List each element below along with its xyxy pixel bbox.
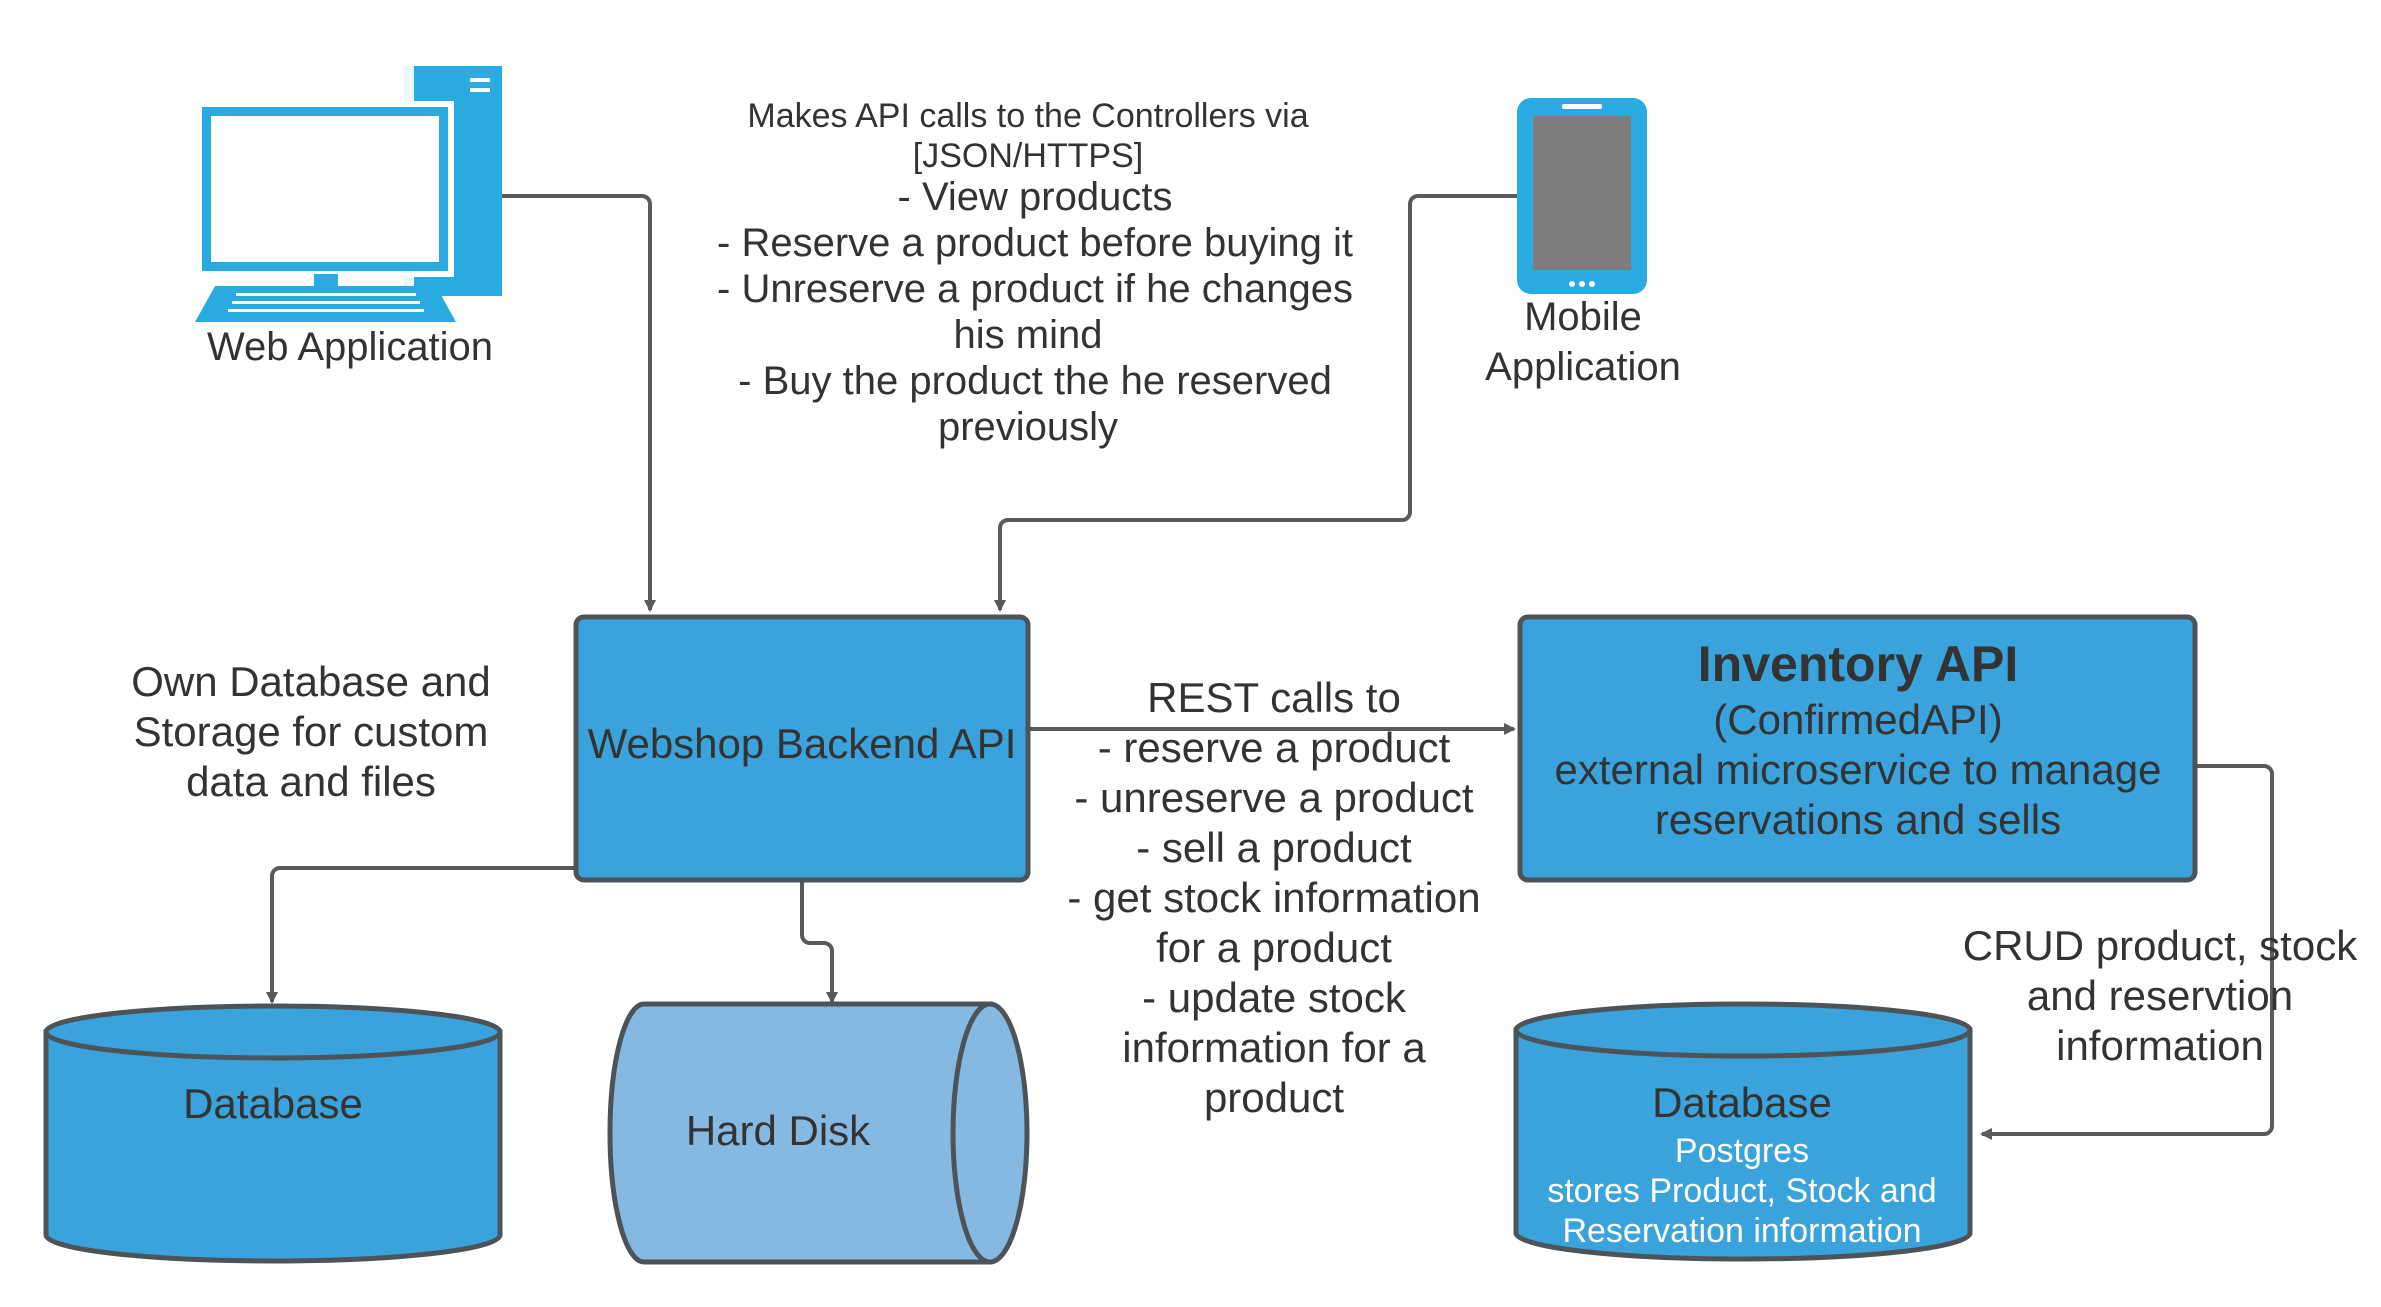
inventory-db-line: Postgres bbox=[1675, 1132, 1809, 1170]
storage-note: Own Database and Storage for custom data… bbox=[131, 658, 491, 805]
client-note-line: - Buy the product the he reserved bbox=[738, 359, 1332, 403]
crud-note-line: CRUD product, stock bbox=[1963, 922, 2358, 969]
storage-note-line: Storage for custom bbox=[134, 708, 489, 755]
inventory-to-database-arrow bbox=[1980, 764, 2274, 1140]
client-note-line: [JSON/HTTPS] bbox=[913, 137, 1143, 175]
rest-note-line: - sell a product bbox=[1136, 824, 1412, 871]
crud-note-line: information bbox=[2056, 1022, 2264, 1069]
crud-note-line: and reservtion bbox=[2027, 972, 2293, 1019]
backend-to-database-arrow bbox=[266, 866, 575, 1004]
desktop-computer-icon bbox=[195, 66, 502, 322]
backend-label: Webshop Backend API bbox=[588, 720, 1017, 767]
inventory-db-line: Reservation information bbox=[1562, 1212, 1921, 1250]
rest-note-line: - get stock information bbox=[1067, 874, 1480, 921]
inventory-db-label: Database bbox=[1652, 1079, 1832, 1126]
storage-note-line: data and files bbox=[186, 758, 436, 805]
client-note-line: - Unreserve a product if he changes bbox=[717, 267, 1353, 311]
client-note-line: Makes API calls to the Controllers via bbox=[747, 97, 1308, 135]
rest-note-line: - reserve a product bbox=[1098, 724, 1451, 771]
rest-calls-note: REST calls to - reserve a product - unre… bbox=[1067, 674, 1480, 1121]
hard-disk-label: Hard Disk bbox=[686, 1107, 871, 1154]
inventory-line: external microservice to manage bbox=[1555, 746, 2162, 793]
mobile-to-backend-arrow bbox=[994, 194, 1517, 612]
rest-note-line: product bbox=[1204, 1074, 1344, 1121]
inventory-line: reservations and sells bbox=[1655, 796, 2061, 843]
rest-note-line: - update stock bbox=[1142, 974, 1407, 1021]
database-label: Database bbox=[183, 1080, 363, 1127]
inventory-api-box bbox=[1517, 614, 2198, 883]
client-calls-note: Makes API calls to the Controllers via [… bbox=[717, 97, 1353, 449]
storage-note-line: Own Database and bbox=[131, 658, 491, 705]
rest-note-line: information for a bbox=[1122, 1024, 1426, 1071]
client-note-line: his mind bbox=[954, 313, 1103, 357]
inventory-line: (ConfirmedAPI) bbox=[1713, 696, 2002, 743]
web-to-backend-arrow bbox=[502, 194, 656, 612]
mobile-app-label-line2: Application bbox=[1485, 345, 1681, 389]
rest-note-line: - unreserve a product bbox=[1074, 774, 1474, 821]
backend-to-hard-disk-arrow bbox=[800, 880, 838, 1004]
inventory-title: Inventory API bbox=[1698, 636, 2018, 692]
mobile-phone-icon bbox=[1517, 98, 1647, 294]
webshop-backend-box bbox=[573, 614, 1031, 883]
client-note-line: previously bbox=[938, 405, 1118, 449]
crud-note: CRUD product, stock and reservtion infor… bbox=[1963, 922, 2358, 1069]
client-note-line: - View products bbox=[898, 175, 1173, 219]
hard-disk-cylinder bbox=[607, 1001, 1030, 1265]
web-app-label: Web Application bbox=[207, 325, 493, 369]
rest-note-line: REST calls to bbox=[1147, 674, 1401, 721]
mobile-app-label-line1: Mobile bbox=[1524, 295, 1642, 339]
client-note-line: - Reserve a product before buying it bbox=[717, 221, 1353, 265]
database-cylinder bbox=[43, 1003, 503, 1264]
inventory-database-cylinder bbox=[1513, 1001, 1973, 1262]
inventory-db-line: stores Product, Stock and bbox=[1547, 1172, 1936, 1210]
rest-note-line: for a product bbox=[1156, 924, 1392, 971]
